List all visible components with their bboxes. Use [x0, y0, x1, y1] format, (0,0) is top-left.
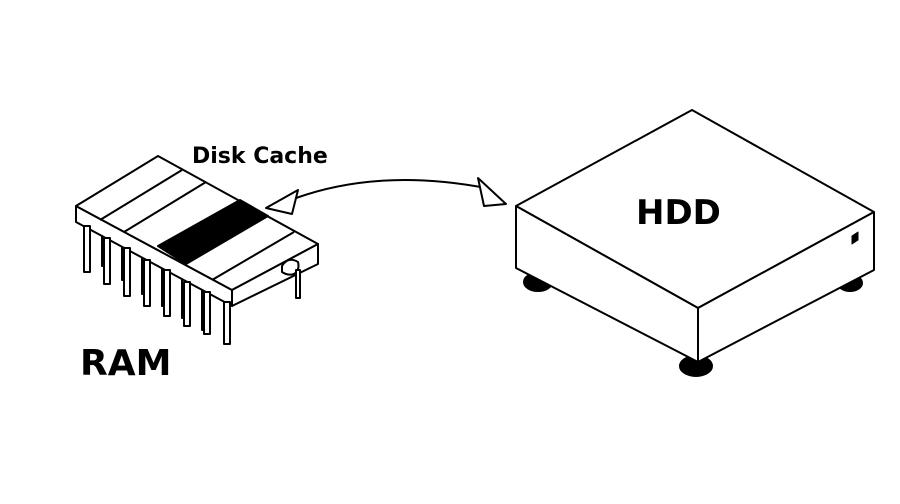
- hdd-led-icon: [851, 231, 859, 245]
- ram-ridge-3: [211, 231, 295, 281]
- ram-front-pins: [83, 225, 301, 345]
- arrow-curve: [295, 179, 487, 199]
- hdd-icon: [515, 109, 875, 377]
- ram-ridge-1: [99, 169, 183, 221]
- cache-band: [157, 199, 269, 265]
- hdd-right-face: [697, 211, 875, 363]
- hdd-label: HDD: [636, 193, 721, 233]
- double-arrow-icon: [265, 177, 507, 215]
- ram-ridge-2: [123, 181, 207, 233]
- arrow-head-right: [477, 177, 507, 207]
- ram-label: RAM: [80, 343, 172, 384]
- arrow-head-left: [265, 189, 299, 215]
- disk-cache-label: Disk Cache: [192, 144, 328, 169]
- ram-chip-icon: [75, 155, 319, 345]
